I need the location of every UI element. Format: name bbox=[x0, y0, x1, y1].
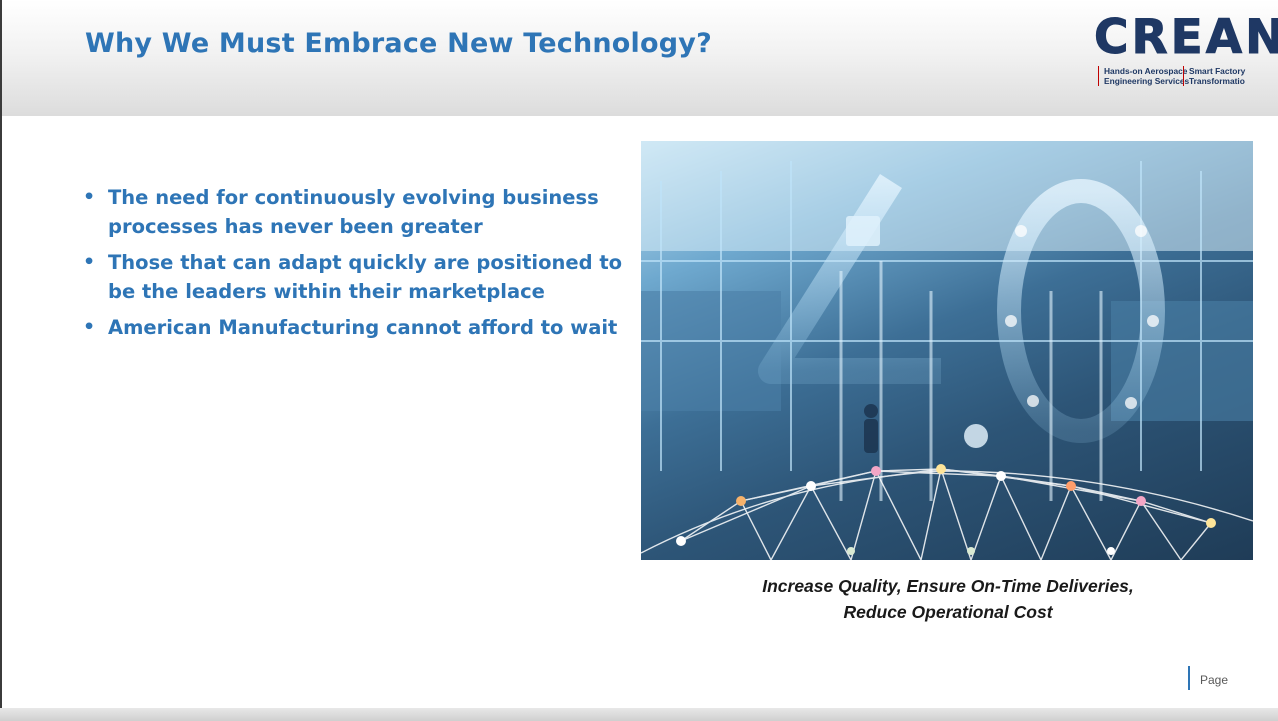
image-caption: Increase Quality, Ensure On-Time Deliver… bbox=[648, 573, 1248, 625]
logo-wordmark: CREAN bbox=[1094, 14, 1278, 66]
bullet-list: • The need for continuously evolving bus… bbox=[83, 183, 628, 349]
bullet-text: American Manufacturing cannot afford to … bbox=[108, 316, 618, 339]
logo-tagline-aerospace-line-2: Engineering Services bbox=[1104, 76, 1190, 86]
logo-tagline-aerospace: Hands-on Aerospace Engineering Services bbox=[1098, 66, 1189, 86]
bullet-item: • American Manufacturing cannot afford t… bbox=[83, 313, 628, 342]
bullet-dot-icon: • bbox=[83, 316, 96, 338]
logo-tagline-smart-factory-line-1: Smart Factory bbox=[1189, 66, 1246, 76]
company-logo: CREAN Hands-on Aerospace Engineering Ser… bbox=[1094, 14, 1278, 106]
bullet-text: The need for continuously evolving busin… bbox=[108, 186, 599, 238]
slide-header: Why We Must Embrace New Technology? bbox=[2, 0, 1278, 116]
bullet-dot-icon: • bbox=[83, 186, 96, 208]
logo-tagline-smart-factory: Smart Factory Transformatio bbox=[1183, 66, 1245, 86]
caption-line-1: Increase Quality, Ensure On-Time Deliver… bbox=[762, 576, 1134, 596]
logo-tagline-aerospace-line-1: Hands-on Aerospace bbox=[1104, 66, 1188, 76]
bullet-item: • Those that can adapt quickly are posit… bbox=[83, 248, 628, 306]
bullet-text: Those that can adapt quickly are positio… bbox=[108, 251, 623, 303]
slide-title: Why We Must Embrace New Technology? bbox=[85, 28, 712, 59]
left-border bbox=[0, 0, 2, 721]
factory-illustration bbox=[641, 141, 1253, 560]
bullet-dot-icon: • bbox=[83, 251, 96, 273]
logo-tagline-smart-factory-line-2: Transformatio bbox=[1189, 76, 1245, 86]
page-number-label: Page bbox=[1188, 666, 1228, 690]
caption-line-2: Reduce Operational Cost bbox=[843, 602, 1053, 622]
bullet-item: • The need for continuously evolving bus… bbox=[83, 183, 628, 241]
footer-bar bbox=[0, 708, 1278, 721]
smart-factory-image bbox=[641, 141, 1253, 560]
